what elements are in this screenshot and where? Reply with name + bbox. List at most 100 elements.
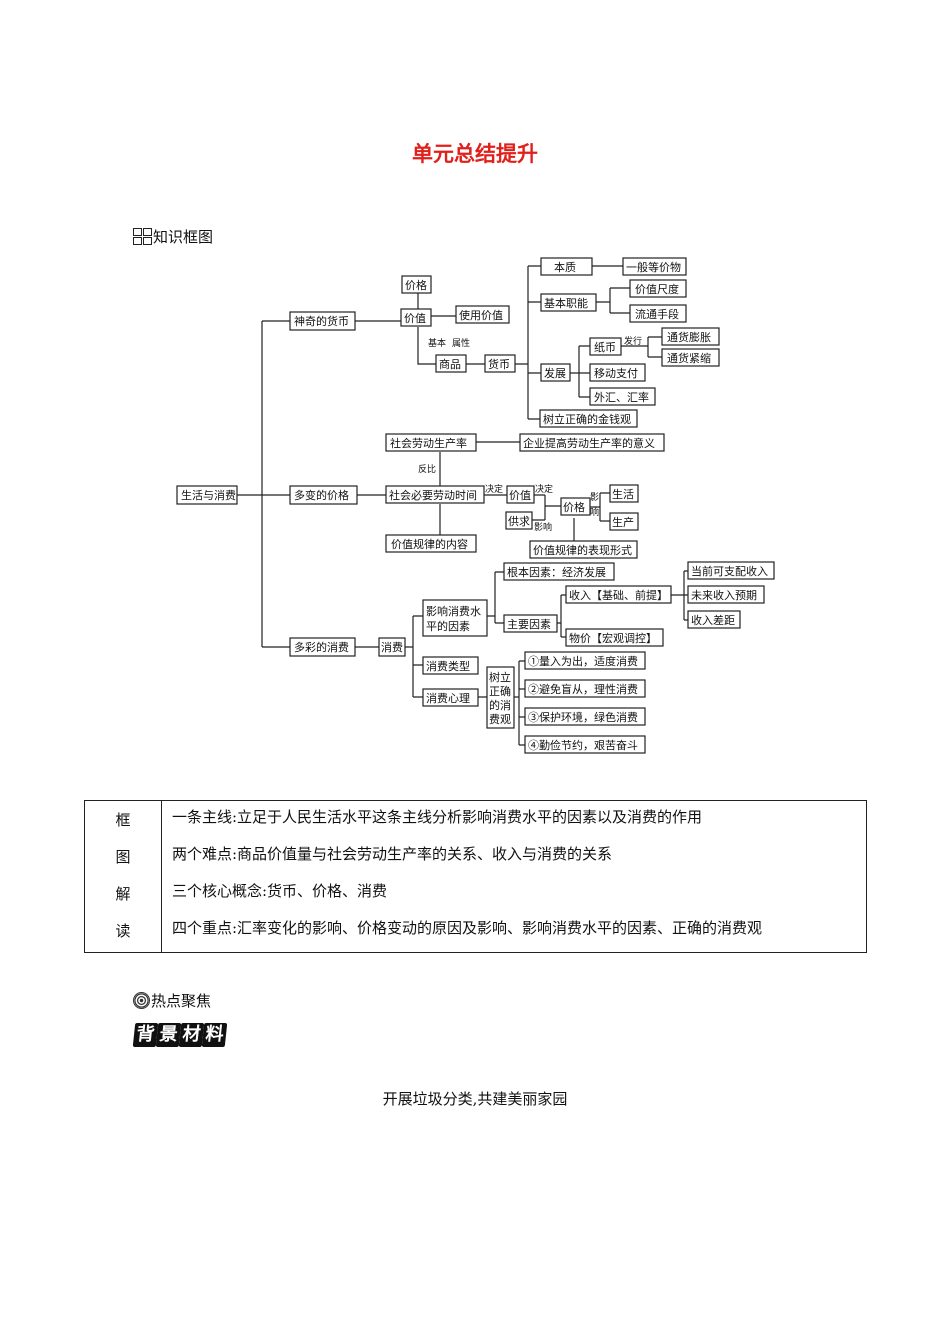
impact-1-label: 影 (590, 492, 599, 503)
framework-heading-label: 知识框图 (153, 228, 214, 246)
social-productivity-box (385, 433, 477, 452)
hotspot-heading-label: 热点聚焦 (151, 992, 212, 1010)
law-content-label: 价值规律的内容 (391, 537, 468, 551)
attribute-label: 属性 (452, 337, 470, 349)
current-income-label: 当前可支配收入 (691, 564, 768, 578)
consumption-diverse-label: 多彩的消费 (294, 640, 349, 654)
principle-4-box (524, 735, 646, 754)
money-box (289, 311, 356, 331)
necessary-time-label: 社会必要劳动时间 (389, 488, 477, 502)
principle-2-box (524, 679, 646, 698)
use-value-label: 使用价值 (459, 309, 503, 322)
consumption-diverse-box (289, 637, 356, 657)
factors-label-1: 影响消费水 (426, 604, 481, 618)
value-measure-label: 价值尺度 (635, 282, 679, 296)
paper-money-label: 纸币 (594, 341, 616, 354)
basic-label: 基本 (428, 337, 446, 349)
consumption-psychology-label: 消费心理 (426, 691, 470, 705)
badge-char: 料 (201, 1023, 228, 1047)
principle-1-box (524, 651, 646, 670)
correct-view-line-2: 正确 (489, 685, 511, 698)
page-title: 单元总结提升 (412, 142, 538, 166)
currency-box (484, 354, 516, 373)
forex-box (589, 387, 656, 406)
summary-row: 三个核心概念:货币、价格、消费 (172, 882, 388, 900)
necessary-time-box (385, 485, 485, 504)
price-box (401, 275, 432, 294)
inflation-label: 通货膨胀 (667, 330, 711, 344)
principle-2-label: ②避免盲从，理性消费 (528, 682, 638, 696)
income-gap-box (687, 610, 741, 629)
value-box (400, 308, 432, 327)
value-label: 价值 (404, 312, 426, 325)
factors-box (422, 599, 488, 637)
use-value-box (455, 305, 510, 324)
price-2-label: 价格 (563, 500, 585, 514)
price-macro-label: 物价【宏观调控】 (569, 631, 657, 645)
principle-3-box (524, 707, 646, 726)
commodity-label: 商品 (439, 357, 461, 371)
law-content-box (385, 534, 477, 553)
social-productivity-label: 社会劳动生产率 (390, 436, 467, 450)
money-view-label: 树立正确的金钱观 (543, 412, 631, 426)
summary-label-cell: 框 图 解 读 (84, 800, 162, 953)
supply-demand-box (505, 511, 533, 530)
value-2-box (506, 485, 535, 504)
law-form-box (529, 540, 638, 559)
commodity-box (435, 354, 467, 373)
issue-label: 发行 (624, 335, 642, 347)
value-measure-box (629, 279, 687, 298)
basic-functions-box (540, 293, 597, 312)
summary-label-char: 读 (115, 922, 131, 940)
correct-view-box (486, 666, 515, 729)
value-2-label: 价值 (509, 489, 531, 502)
consumption-box (378, 637, 406, 657)
material-title: 开展垃圾分类,共建美丽家园 (382, 1090, 568, 1108)
price-label: 价格 (405, 278, 427, 292)
correct-view-line-4: 费观 (489, 713, 511, 726)
mobile-payment-label: 移动支付 (594, 367, 638, 380)
income-box (565, 585, 672, 604)
currency-label: 货币 (488, 357, 510, 371)
knowledge-map: 生活与消费 神奇的货币 多变的价格 多彩的消费 价格 价值 使用价值 基本 属性… (176, 257, 775, 754)
money-label: 神奇的货币 (294, 314, 349, 328)
framework-heading: 知识框图 (133, 226, 213, 247)
principle-3-label: ③保护环境，绿色消费 (528, 710, 638, 724)
summary-row: 两个难点:商品价值量与社会劳动生产率的关系、收入与消费的关系 (172, 845, 613, 863)
summary-row: 四个重点:汇率变化的影响、价格变动的原因及影响、影响消费水平的因素、正确的消费观 (172, 919, 763, 937)
development-label: 发展 (544, 366, 566, 380)
summary-table: 框 图 解 读 一条主线:立足于人民生活水平这条主线分析影响消费水平的因素以及消… (84, 800, 867, 953)
summary-row: 一条主线:立足于人民生活水平这条主线分析影响消费水平的因素以及消费的作用 (172, 808, 703, 826)
decides-2-label: 决定 (535, 483, 553, 495)
price-2-box (560, 497, 591, 516)
inverse-label: 反比 (418, 463, 436, 475)
root-factor-label: 根本因素：经济发展 (507, 565, 606, 579)
target-icon (133, 992, 150, 1009)
summary-label-char: 解 (115, 885, 131, 903)
law-form-label: 价值规律的表现形式 (533, 543, 632, 557)
summary-label-char: 图 (115, 848, 131, 866)
price-macro-box (565, 628, 664, 647)
grid-icon (133, 228, 152, 245)
future-income-label: 未来收入预期 (691, 588, 757, 602)
basic-functions-label: 基本职能 (544, 296, 588, 310)
root-box (176, 485, 238, 505)
main-factor-box (503, 614, 558, 633)
development-box (540, 363, 571, 382)
decides-1-label: 决定 (485, 483, 503, 495)
variable-price-box (289, 485, 358, 505)
income-gap-label: 收入差距 (691, 613, 735, 627)
general-equivalent-box (622, 257, 687, 276)
impact-2-label: 响 (590, 506, 599, 518)
badge-char: 景 (155, 1023, 182, 1047)
money-view-box (539, 409, 638, 428)
paper-money-box (589, 337, 622, 356)
hotspot-heading: 热点聚焦 (133, 990, 211, 1011)
current-income-box (687, 561, 775, 580)
variable-price-label: 多变的价格 (294, 488, 349, 502)
summary-label-char: 框 (115, 811, 131, 829)
principle-4-label: ④勤俭节约，艰苦奋斗 (528, 738, 638, 752)
enterprise-productivity-label: 企业提高劳动生产率的意义 (523, 436, 655, 450)
deflation-box (661, 348, 720, 367)
correct-view-line-3: 的消 (489, 698, 511, 712)
